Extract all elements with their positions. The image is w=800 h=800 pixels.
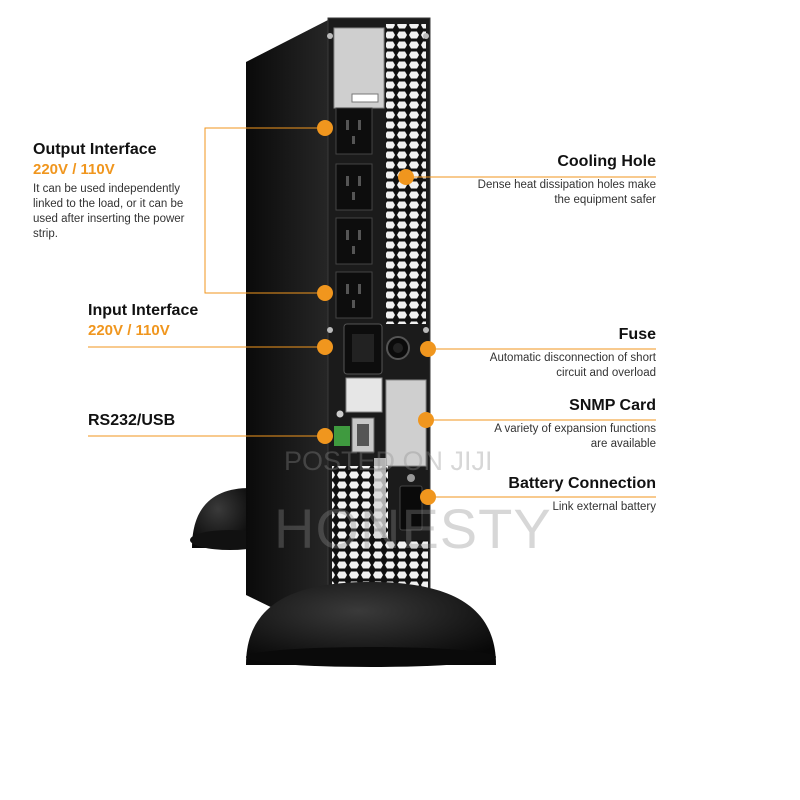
output-socket — [335, 217, 373, 265]
output-socket — [335, 163, 373, 211]
output-interface-description: It can be used independently linked to t… — [33, 183, 185, 240]
callout-input-interface: Input Interface 220V / 110V — [88, 302, 198, 339]
output-socket — [335, 107, 373, 155]
snmp-card-title: SNMP Card — [569, 397, 656, 414]
output-sockets — [335, 107, 373, 319]
snmp-card-description-line1: A variety of expansion functions — [494, 423, 656, 435]
cooling-hole-description-line2: the equipment safer — [554, 194, 656, 206]
device-side-panel — [246, 20, 328, 635]
cooling-hole-description-line1: Dense heat dissipation holes make — [477, 179, 656, 191]
fuse-title: Fuse — [618, 326, 656, 343]
input-interface-title: Input Interface — [88, 302, 199, 319]
fuse-description-line2: circuit and overload — [556, 367, 656, 379]
leader-lines — [88, 127, 656, 498]
battery-connection-title: Battery Connection — [508, 475, 656, 492]
callout-output-interface: Output Interface 220V / 110V It can be u… — [33, 141, 205, 242]
rs232-usb-title: RS232/USB — [88, 412, 176, 429]
output-interface-title: Output Interface — [33, 141, 157, 158]
fuse-description-line1: Automatic disconnection of short — [489, 352, 656, 364]
callout-fuse: Fuse Automatic disconnection of short ci… — [490, 326, 656, 381]
rating-label — [345, 377, 383, 413]
snmp-card-description-line2: are available — [590, 438, 656, 450]
input-socket — [327, 323, 429, 375]
fuse-holder — [386, 336, 410, 360]
callout-cooling-hole: Cooling Hole Dense heat dissipation hole… — [478, 153, 656, 208]
side-label-strip — [374, 458, 386, 538]
battery-connection-description: Link external battery — [552, 501, 656, 513]
callout-snmp-card: SNMP Card A variety of expansion functio… — [494, 397, 656, 452]
output-interface-voltage: 220V / 110V — [33, 161, 115, 178]
output-socket — [335, 271, 373, 319]
battery-connector — [399, 474, 423, 531]
cooling-hole-title: Cooling Hole — [557, 153, 656, 170]
callout-rs232-usb: RS232/USB — [88, 412, 175, 430]
callout-battery-connection: Battery Connection Link external battery — [508, 475, 656, 515]
input-interface-voltage: 220V / 110V — [88, 322, 170, 339]
comm-ports — [334, 410, 375, 453]
front-stand — [246, 582, 496, 667]
